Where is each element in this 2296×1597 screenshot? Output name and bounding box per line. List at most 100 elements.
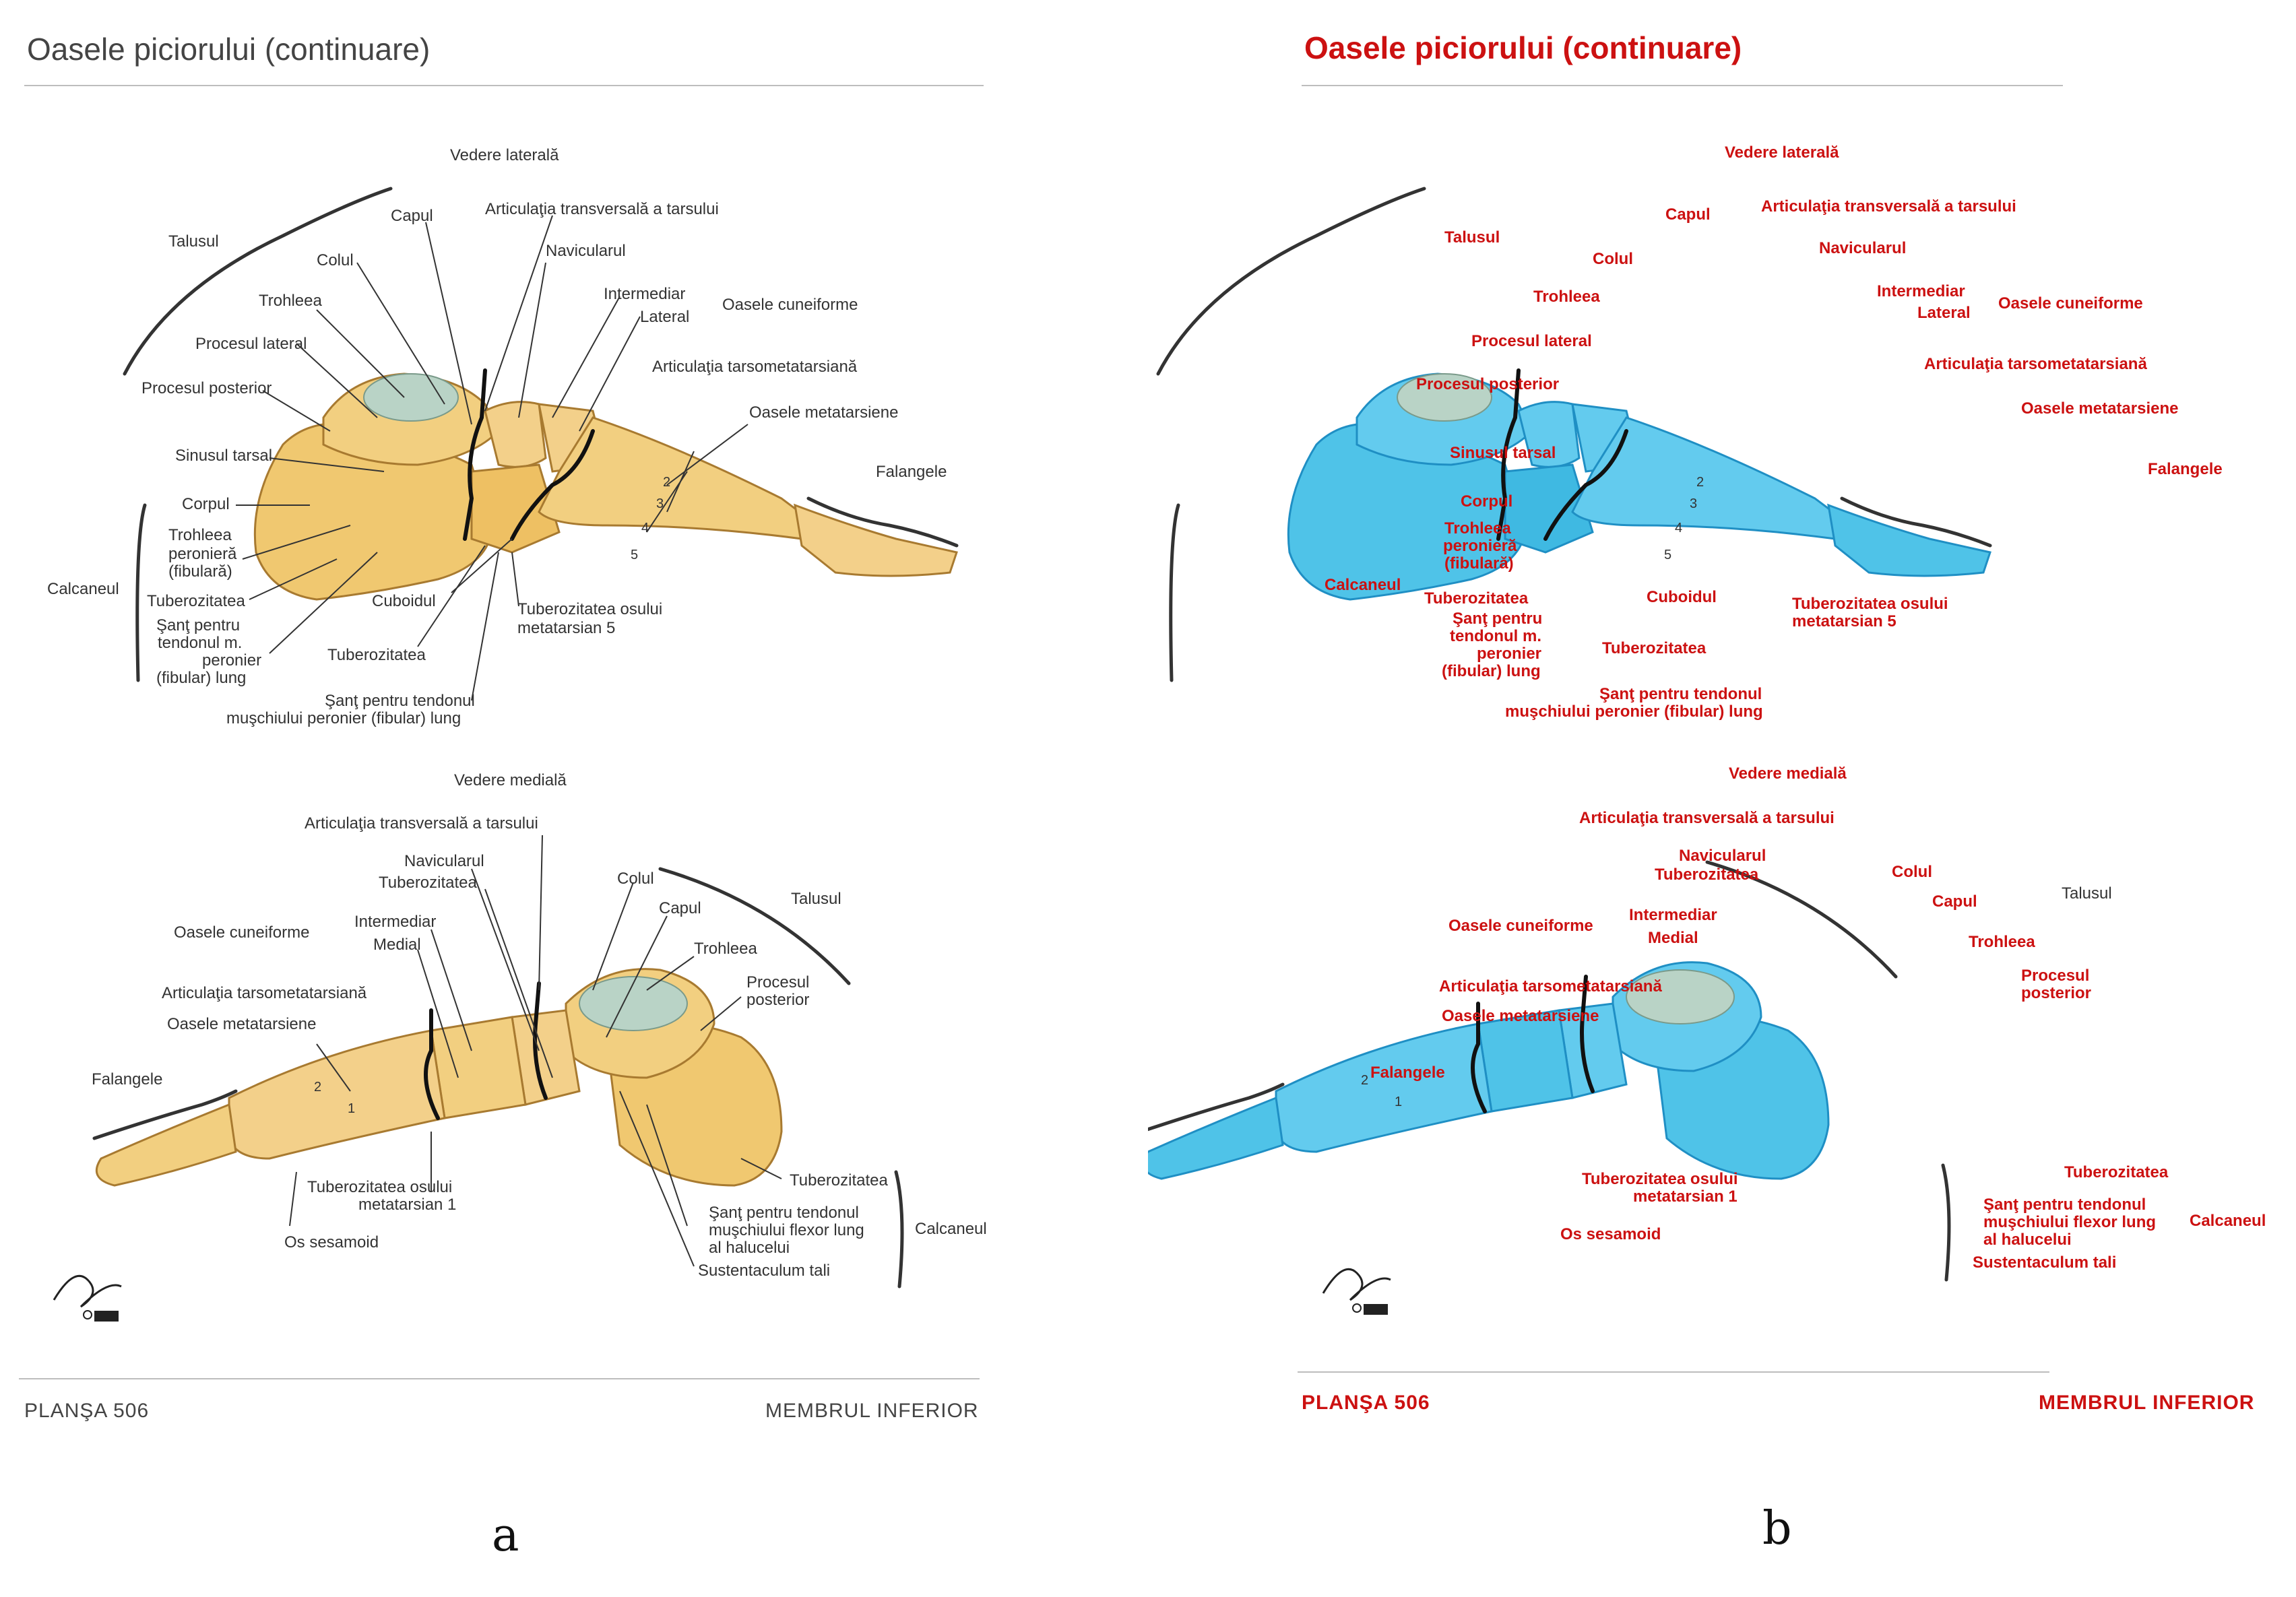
label-m-colul: Colul [617, 870, 654, 888]
label-b-oasele-metatarsiene: Oasele metatarsiene [2021, 399, 2178, 418]
panel-b: Oasele piciorului (continuare) 2 3 4 5 [1148, 0, 2296, 1597]
footer-rule [19, 1378, 980, 1379]
label-m-talusul: Talusul [791, 890, 841, 908]
label-b-m-sant-2: muşchiului flexor lung [1983, 1213, 2156, 1231]
label-oasele-metatarsiene: Oasele metatarsiene [749, 403, 898, 422]
label-m-tub-met1-1: Tuberozitatea osului [307, 1178, 452, 1196]
metatarsal-number-3: 3 [656, 496, 664, 511]
label-oasele-cuneiforme: Oasele cuneiforme [722, 296, 858, 314]
label-b-oasele-cuneiforme: Oasele cuneiforme [1998, 294, 2143, 313]
label-b-sant-tendon-1: Şanţ pentru tendonul [1599, 685, 1762, 703]
label-b-intermediar: Intermediar [1877, 282, 1965, 300]
label-falangele: Falangele [876, 463, 947, 481]
label-b-corpul: Corpul [1461, 492, 1512, 511]
label-m-calcaneul: Calcaneul [915, 1220, 987, 1238]
talus-brace-medial [658, 867, 851, 985]
lateral-view-title: Vedere laterală [450, 146, 559, 164]
label-trohleea: Trohleea [259, 292, 322, 310]
label-b-sant-tendon-2: muşchiului peronier (fibular) lung [1505, 703, 1763, 721]
label-sant-3: peronier [202, 651, 261, 670]
label-b-m-falangele: Falangele [1370, 1064, 1445, 1082]
netter-signature-icon [53, 1274, 122, 1322]
metatarsals-shape [538, 416, 810, 540]
label-b-m-oasele-metatarsiene: Oasele metatarsiene [1442, 1007, 1599, 1025]
metatarsal-number-2: 2 [663, 475, 670, 490]
label-m-tub-calc: Tuberozitatea [790, 1171, 889, 1189]
medial-foot-bones [92, 867, 904, 1289]
label-b-tuberozitatea2: Tuberozitatea [1602, 639, 1707, 657]
label-m-art-tarsomet: Articulaţia tarsometatarsiană [162, 984, 367, 1002]
medial-leader-lines [289, 835, 782, 1267]
label-b-m-tub-calc: Tuberozitatea [2064, 1163, 2169, 1181]
page-title: Oasele piciorului (continuare) [27, 32, 430, 67]
phalanges-medial-shape [95, 1103, 237, 1187]
metatarsals-medial-shape [228, 1029, 446, 1160]
phalanges-brace [806, 496, 959, 548]
lateral-labels: Vedere laterală Talusul Capul Articulaţi… [47, 146, 947, 727]
navicular-shape [484, 401, 547, 468]
label-cuboidul: Cuboidul [372, 592, 436, 610]
label-trohleea-peroniera-1: Trohleea [168, 526, 232, 544]
lateral-view-title-b: Vedere laterală [1725, 143, 1839, 162]
calcaneus-brace [135, 503, 147, 682]
label-b-colul: Colul [1593, 250, 1633, 268]
label-m-navicularul: Navicularul [404, 852, 484, 870]
phalanges-brace-medial [92, 1089, 238, 1140]
label-art-transv: Articulaţia transversală a tarsului [485, 200, 719, 218]
label-b-procesul-posterior: Procesul posterior [1416, 375, 1559, 393]
label-navicularul: Navicularul [546, 242, 626, 260]
label-intermediar: Intermediar [604, 285, 685, 303]
label-m-sant-3: al halucelui [709, 1239, 790, 1257]
panel-a: Oasele piciorului (continuare) [19, 32, 987, 1562]
label-b-m-oasele-cuneiforme: Oasele cuneiforme [1448, 917, 1593, 935]
transverse-tarsal-joint-line [463, 368, 487, 541]
label-b-sinusul-tarsal: Sinusul tarsal [1450, 444, 1556, 462]
label-b-tuberozitatea: Tuberozitatea [1424, 589, 1529, 608]
label-b-m-trohleea: Trohleea [1969, 933, 2035, 951]
label-b-trohleea-peroniera-2: peronieră [1443, 537, 1517, 555]
label-m-tub-met1-2: metatarsian 1 [358, 1196, 456, 1214]
page-title-b: Oasele piciorului (continuare) [1304, 30, 1742, 65]
label-m-medial: Medial [373, 936, 421, 954]
label-sant-tendon-2: muşchiului peronier (fibular) lung [226, 709, 461, 727]
label-trohleea-peroniera-2: peronieră [168, 545, 237, 563]
medial-labels-red: Vedere medială Articulaţia transversală … [1370, 764, 2266, 1272]
label-m-procesul-1: Procesul [746, 973, 809, 991]
label-sant-tendon-1: Şanţ pentru tendonul [325, 692, 475, 710]
lateral-leader-lines [236, 215, 748, 701]
label-b-tub-met5-1: Tuberozitatea osului [1792, 595, 1948, 613]
foot-illustration-b: 2 3 4 5 2 1 Vedere laterală Talusul C [1148, 143, 2266, 1315]
panel-letter-a: a [492, 1509, 519, 1562]
label-b-procesul-lateral: Procesul lateral [1471, 332, 1592, 350]
label-sinusul-tarsal: Sinusul tarsal [175, 447, 272, 465]
label-m-procesul-2: posterior [746, 991, 809, 1009]
label-m-capul: Capul [659, 899, 701, 917]
footer-rule-b [1298, 1371, 2049, 1373]
label-b-m-os-sesamoid: Os sesamoid [1560, 1225, 1661, 1243]
label-sant-1: Şanţ pentru [156, 616, 240, 634]
label-procesul-posterior: Procesul posterior [141, 379, 272, 397]
footer-right-b: MEMBRUL INFERIOR [2039, 1392, 2255, 1414]
label-tuberozitatea: Tuberozitatea [147, 592, 246, 610]
label-b-m-sustentaculum: Sustentaculum tali [1973, 1253, 2116, 1272]
metatarsal-number-5-b: 5 [1664, 548, 1671, 562]
label-procesul-lateral: Procesul lateral [195, 335, 307, 353]
label-b-art-transv: Articulaţia transversală a tarsului [1761, 197, 2016, 216]
label-b-m-tub-met1-2: metatarsian 1 [1633, 1187, 1737, 1206]
label-b-m-colul: Colul [1892, 863, 1932, 881]
header-rule-b [1302, 85, 2063, 86]
label-b-m-intermediar: Intermediar [1629, 906, 1717, 924]
label-b-sant-4: (fibular) lung [1442, 662, 1541, 680]
label-b-m-tub-met1-1: Tuberozitatea osului [1582, 1170, 1738, 1188]
metatarsal-number-2-medial: 2 [314, 1080, 321, 1095]
medial-labels: Vedere medială Articulaţia transversală … [92, 771, 987, 1280]
calcaneus-brace-medial [894, 1170, 904, 1289]
phalanges-shape [794, 503, 958, 577]
label-tuberozitatea2: Tuberozitatea [327, 646, 426, 664]
metatarsal-number-4: 4 [641, 521, 649, 535]
metatarsal-number-1-medial-b: 1 [1395, 1095, 1402, 1109]
label-tub-met5-1: Tuberozitatea osului [517, 600, 662, 618]
label-talusul: Talusul [168, 232, 219, 251]
label-b-talusul: Talusul [1444, 228, 1500, 247]
label-m-intermediar: Intermediar [354, 913, 436, 931]
